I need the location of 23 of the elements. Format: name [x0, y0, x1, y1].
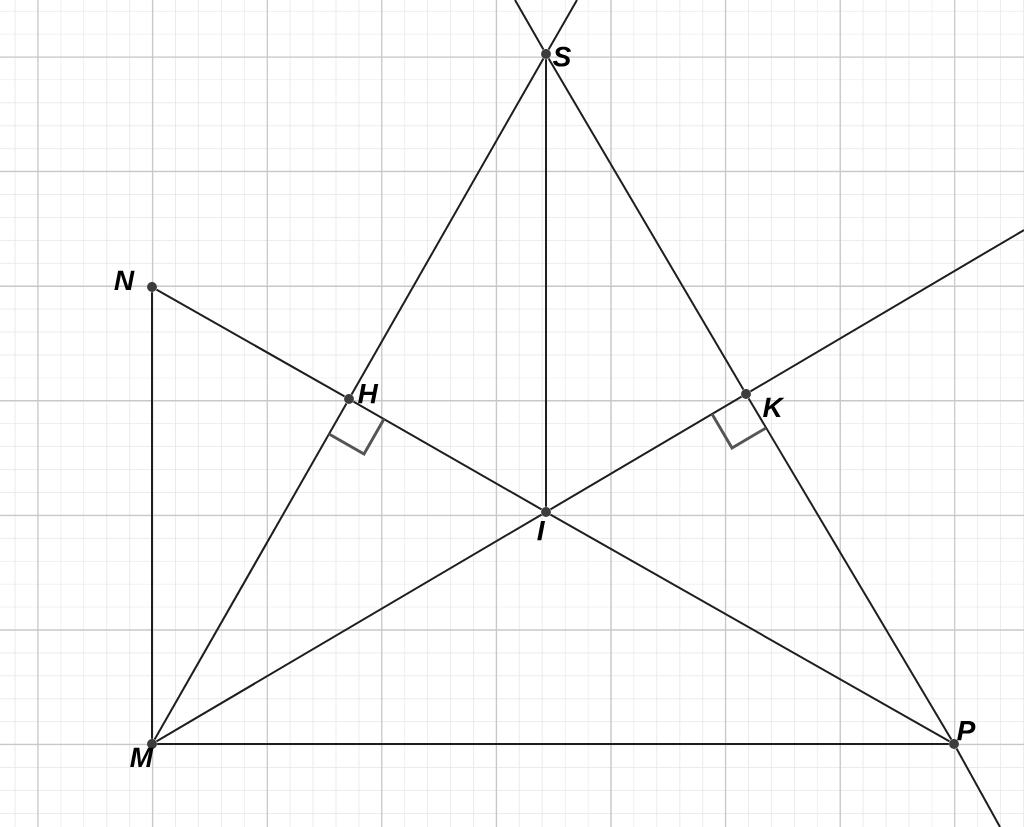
- line-segment: [514, 0, 545, 51]
- point-label: H: [344, 384, 379, 404]
- line-segment: [545, 58, 547, 508]
- line-segment: [749, 229, 1024, 393]
- point-label: K: [741, 389, 785, 417]
- point-label: P: [949, 721, 976, 749]
- point-label: I: [537, 507, 551, 541]
- line-segment: [156, 743, 950, 745]
- line-segment: [155, 513, 543, 743]
- line-segment: [350, 57, 545, 396]
- line-segment: [155, 288, 346, 398]
- line-segment: [549, 395, 743, 511]
- line-segment: [547, 57, 745, 391]
- point-label: N: [114, 270, 157, 292]
- line-segment: [151, 291, 153, 740]
- point-label: M: [130, 739, 157, 767]
- line-segment: [549, 513, 951, 743]
- point-label: S: [541, 46, 572, 67]
- line-segment: [153, 402, 348, 741]
- line-segment: [955, 747, 1001, 827]
- line-segment: [547, 0, 578, 51]
- line-segment: [352, 400, 543, 511]
- line-segment: [747, 397, 953, 741]
